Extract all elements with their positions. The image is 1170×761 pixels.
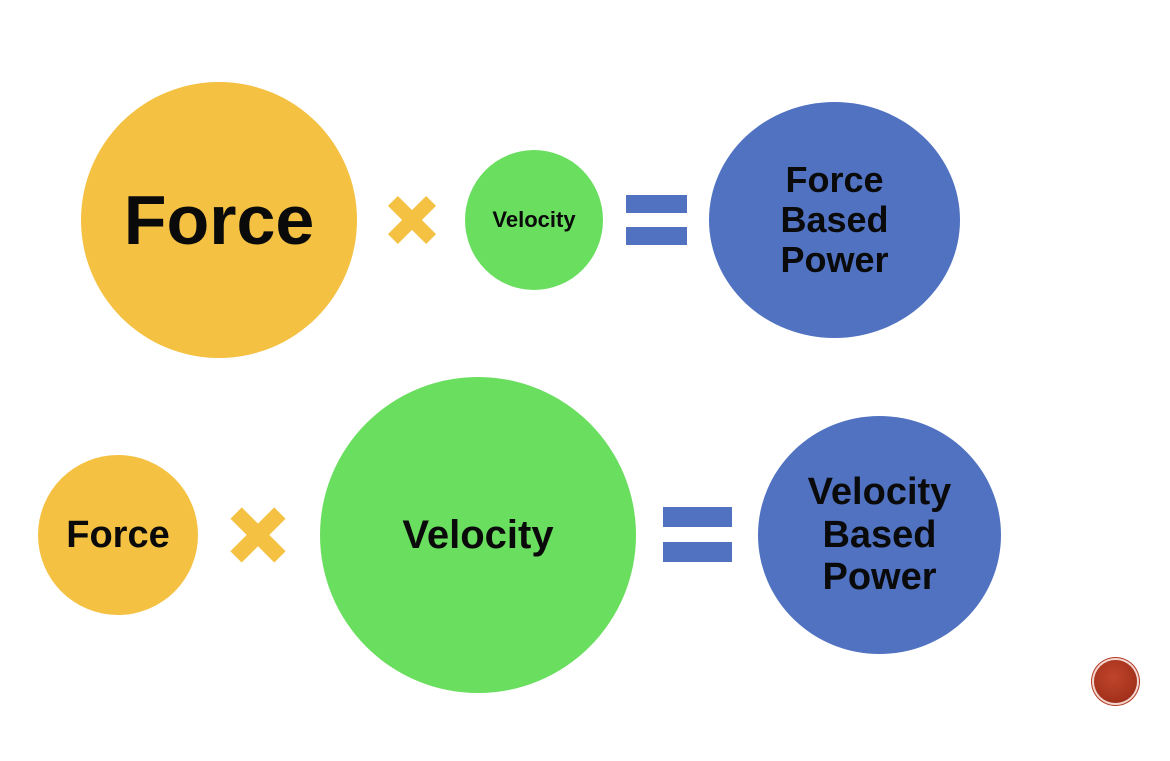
row2-velocity-label: Velocity xyxy=(402,512,554,557)
row2-force-label: Force xyxy=(66,513,170,556)
row1-force-label: Force xyxy=(123,180,315,259)
row2-equals-icon xyxy=(663,507,732,562)
row1-velocity-circle: Velocity xyxy=(465,150,603,290)
row1-multiply-icon xyxy=(385,193,439,247)
row2-velocity-circle: Velocity xyxy=(320,377,636,693)
row2-force-circle: Force xyxy=(38,455,198,615)
row1-velocity-label: Velocity xyxy=(492,206,576,232)
row1-result-label: Force Based Power xyxy=(780,158,889,281)
row1-force-circle: Force xyxy=(81,82,357,358)
slide-marker-icon xyxy=(1094,660,1137,703)
row2-result-circle: Velocity Based Power xyxy=(758,416,1001,654)
row2-result-label: Velocity Based Power xyxy=(807,471,952,599)
row2-multiply-icon xyxy=(227,504,289,566)
row1-equals-icon xyxy=(626,195,687,245)
row1-result-circle: Force Based Power xyxy=(709,102,960,338)
